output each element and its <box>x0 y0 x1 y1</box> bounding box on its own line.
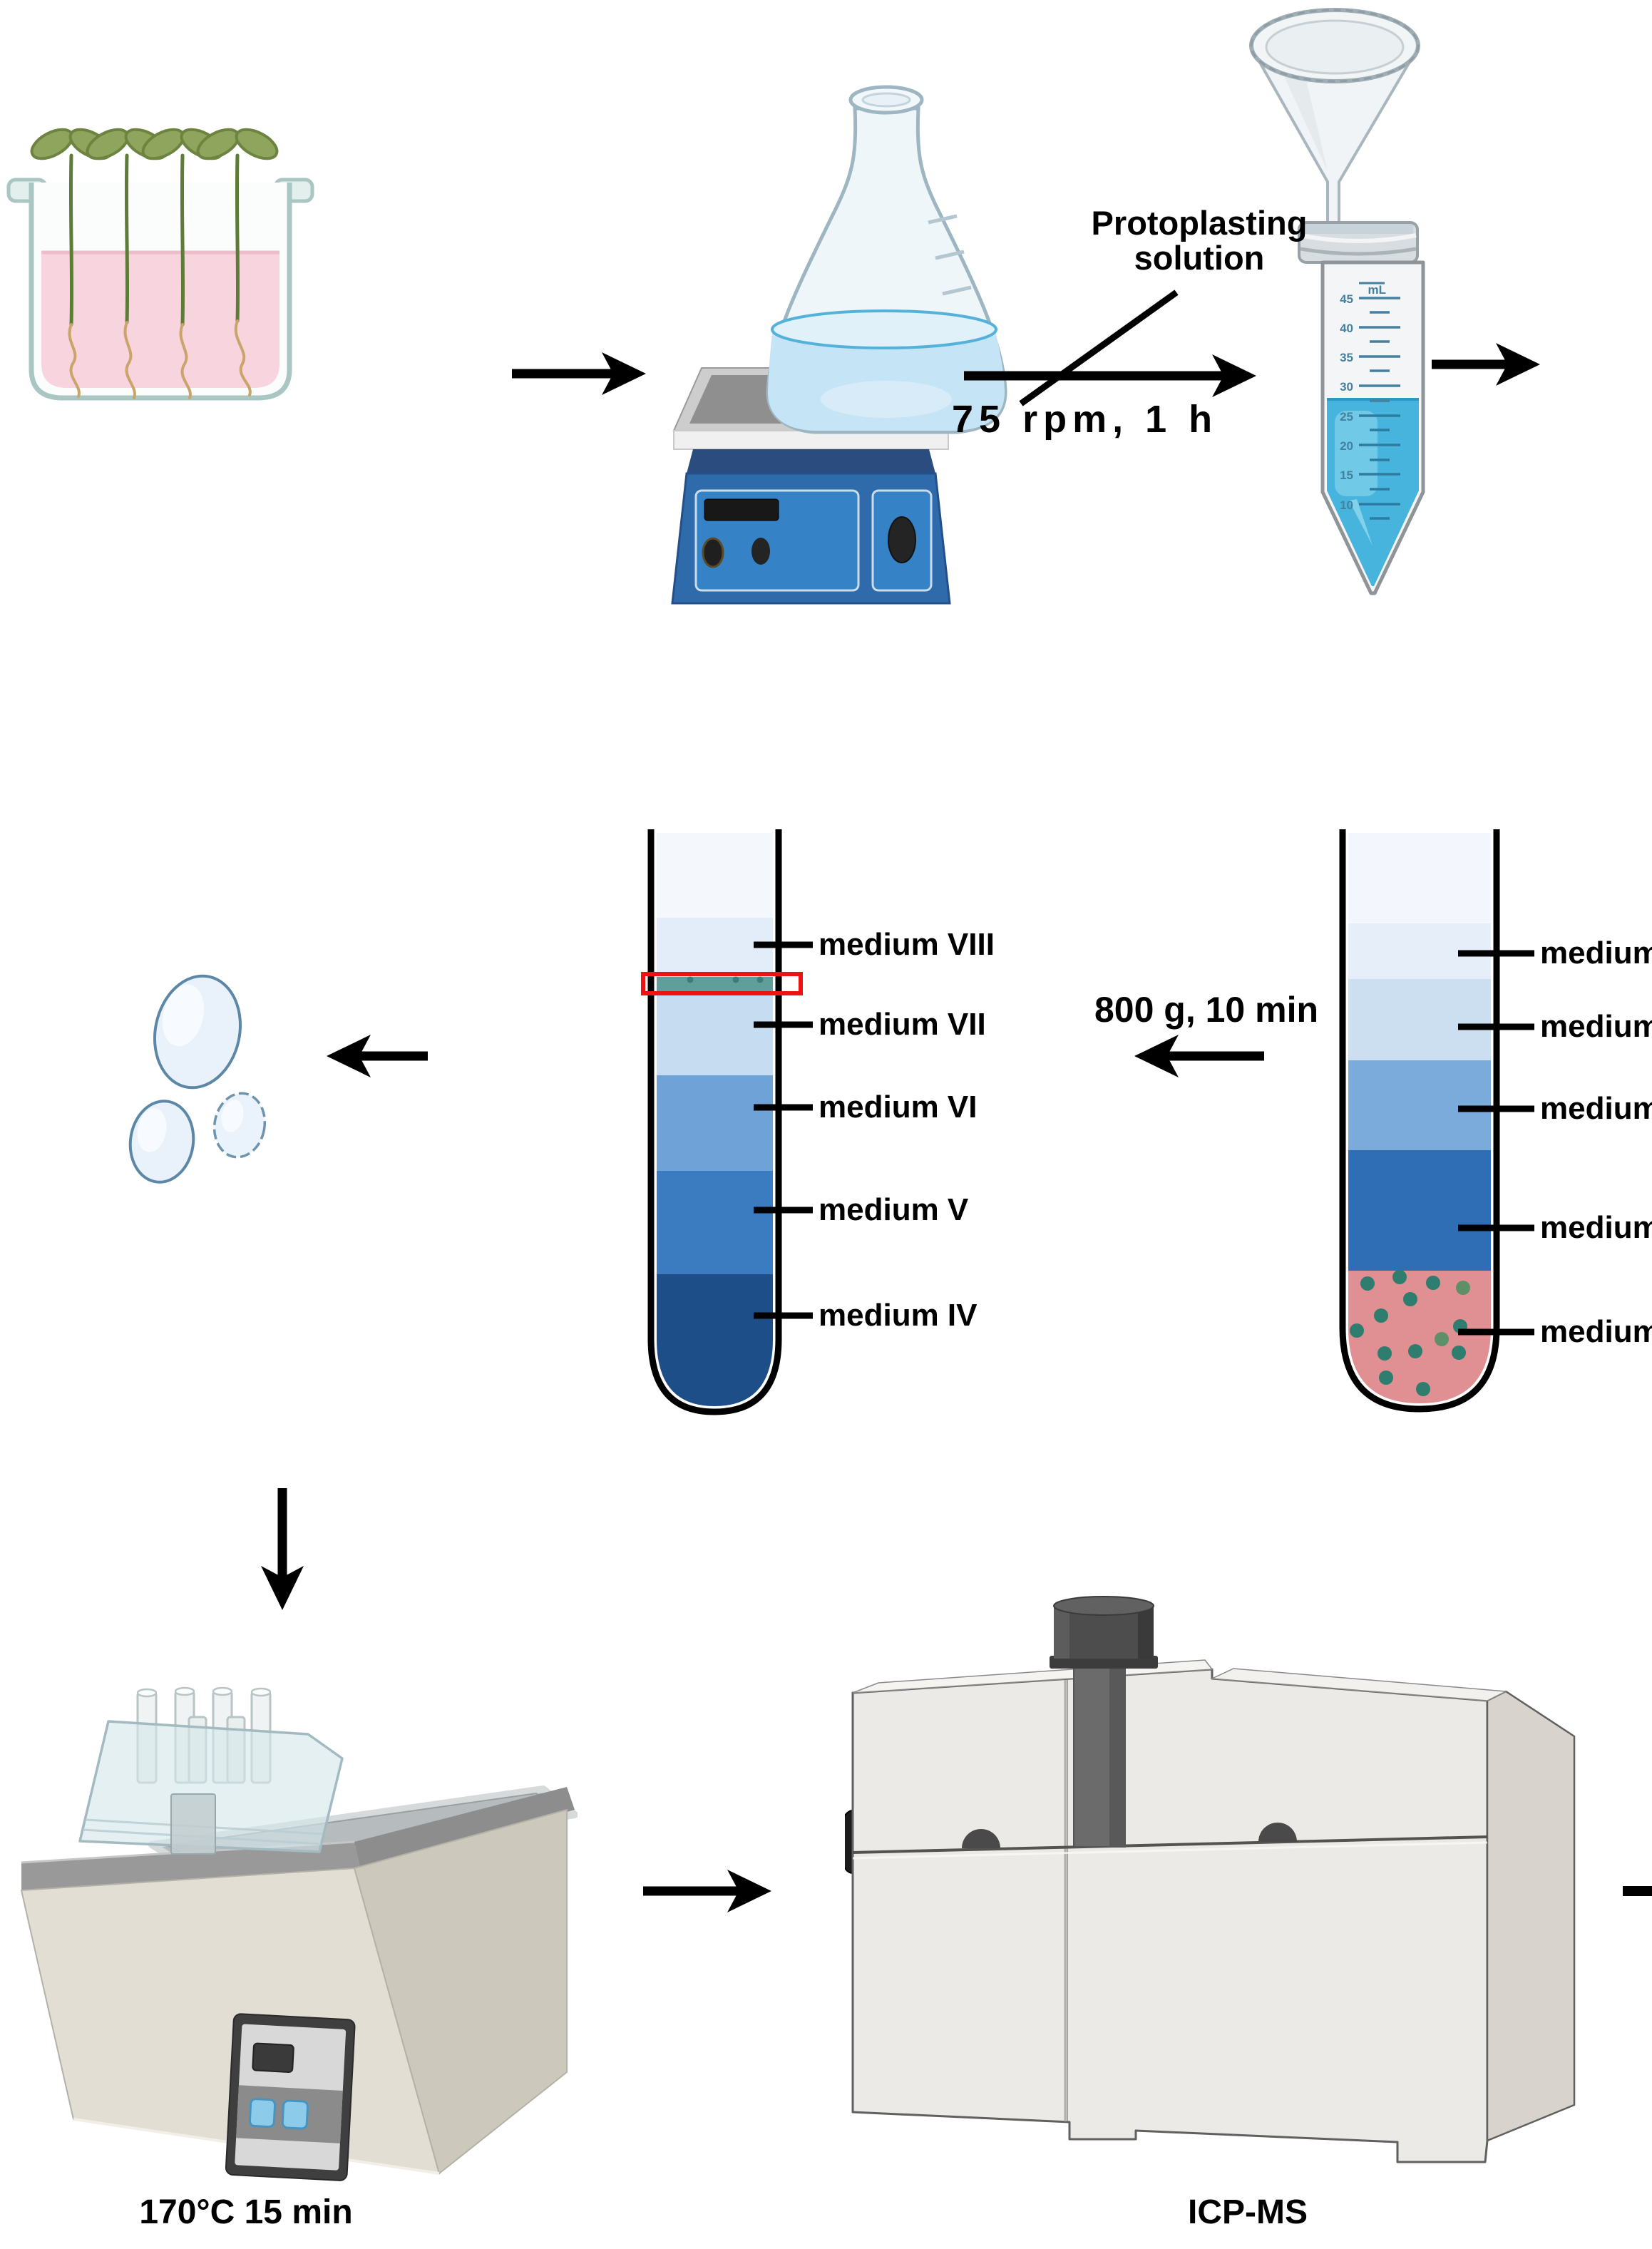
protoplast-bubbles <box>128 974 267 1184</box>
svg-text:40: 40 <box>1340 322 1353 335</box>
bath-button[interactable] <box>281 2099 309 2130</box>
protoplast <box>153 974 242 1090</box>
icp-ms-machine <box>845 1596 1576 2163</box>
gradient-label-medium-vi: medium VI <box>819 1089 978 1124</box>
gradient-label-medium-vii: medium VII <box>819 1006 986 1042</box>
gradient-layers <box>657 833 773 1406</box>
latch-bump <box>1258 1823 1297 1842</box>
gradient-label-medium-viii: medium VIII <box>819 926 995 962</box>
svg-text:10: 10 <box>1340 498 1353 512</box>
arrow-gradient-to-protoplasts <box>327 1035 428 1077</box>
shaker-display <box>704 498 779 521</box>
pellet-tube-illustration <box>1339 829 1534 1413</box>
shaker-speed-knob[interactable] <box>888 516 916 563</box>
bath-display <box>252 2042 294 2073</box>
protoplast-band-highlight-box <box>641 972 803 995</box>
icp-ms-caption: ICP-MS <box>1188 2193 1308 2231</box>
svg-text:30: 30 <box>1340 380 1353 394</box>
gradient-label-medium-v: medium V <box>819 1192 969 1227</box>
protoplasting-solution-label: Protoplasting solution <box>1091 204 1308 277</box>
seedling-container-illustration <box>6 128 314 401</box>
conical-tube: mL 45 40 35 30 25 20 15 10 <box>1298 221 1425 595</box>
water-bath-caption: 170°C 15 min <box>139 2193 353 2231</box>
lid-handle[interactable] <box>170 1793 216 1855</box>
label-ticks <box>1458 950 1534 1336</box>
bath-lid <box>78 1720 344 1855</box>
gradient-tube-outline <box>647 829 782 1415</box>
tube-graduations: mL 45 40 35 30 25 20 15 10 <box>1340 282 1400 520</box>
funnel <box>1249 8 1420 230</box>
bath-control-panel <box>225 2013 356 2181</box>
arrow-down-to-bath <box>261 1488 304 1610</box>
protoplast-band <box>657 977 773 991</box>
pellet-label-4: medium <box>1540 1209 1652 1245</box>
unit-label: mL <box>1368 283 1387 297</box>
gradient-label-medium-iv: medium IV <box>819 1297 978 1333</box>
protoplast-dots <box>1350 1270 1470 1396</box>
label-ticks <box>754 941 813 1319</box>
svg-text:35: 35 <box>1340 351 1353 364</box>
pellet-label-5: medium <box>1540 1313 1652 1349</box>
shaker-knob[interactable] <box>751 538 770 565</box>
svg-text:20: 20 <box>1340 439 1353 453</box>
bath-button[interactable] <box>248 2098 277 2128</box>
svg-text:45: 45 <box>1340 292 1353 306</box>
pellet-tube-outline <box>1339 829 1500 1413</box>
machine-body <box>851 1659 1576 2163</box>
funnel-and-conical-tube: mL 45 40 35 30 25 20 15 10 <box>1249 8 1425 595</box>
pellet-label-1: medium <box>1540 935 1652 970</box>
pellet-label-2: medium <box>1540 1008 1652 1044</box>
seedlings <box>30 128 279 399</box>
centrifugation-conditions-label: 800 g, 10 min <box>1094 990 1319 1030</box>
svg-text:15: 15 <box>1340 468 1353 482</box>
arrow-bath-to-icpms <box>643 1870 771 1912</box>
seedling <box>196 128 279 396</box>
pellet-label-3: medium <box>1540 1090 1652 1126</box>
arrow-centrifugation <box>1134 1035 1264 1077</box>
pellet-layers <box>1348 833 1491 1403</box>
pink-medium <box>41 251 279 388</box>
pointer-line-protoplasting <box>1019 290 1179 406</box>
latch-bump <box>962 1829 1000 1848</box>
arrow-tube-to-next <box>1432 343 1540 386</box>
arrow-plants-to-shaker <box>512 352 646 395</box>
protoplast <box>128 1100 195 1184</box>
beaker <box>6 178 314 401</box>
body-seam <box>852 1835 1488 1854</box>
shaker-knob[interactable] <box>702 537 724 568</box>
shaking-conditions-label: 75 rpm, 1 h <box>952 398 1219 441</box>
orbital-shaker-with-flask <box>671 85 1007 605</box>
torch-knob <box>1050 1596 1158 1848</box>
water-bath-illustration <box>20 1686 578 2181</box>
svg-text:25: 25 <box>1340 410 1353 424</box>
erlenmeyer-flask <box>766 85 1007 434</box>
protoplast <box>212 1092 267 1159</box>
gradient-tube-illustration <box>641 829 813 1415</box>
